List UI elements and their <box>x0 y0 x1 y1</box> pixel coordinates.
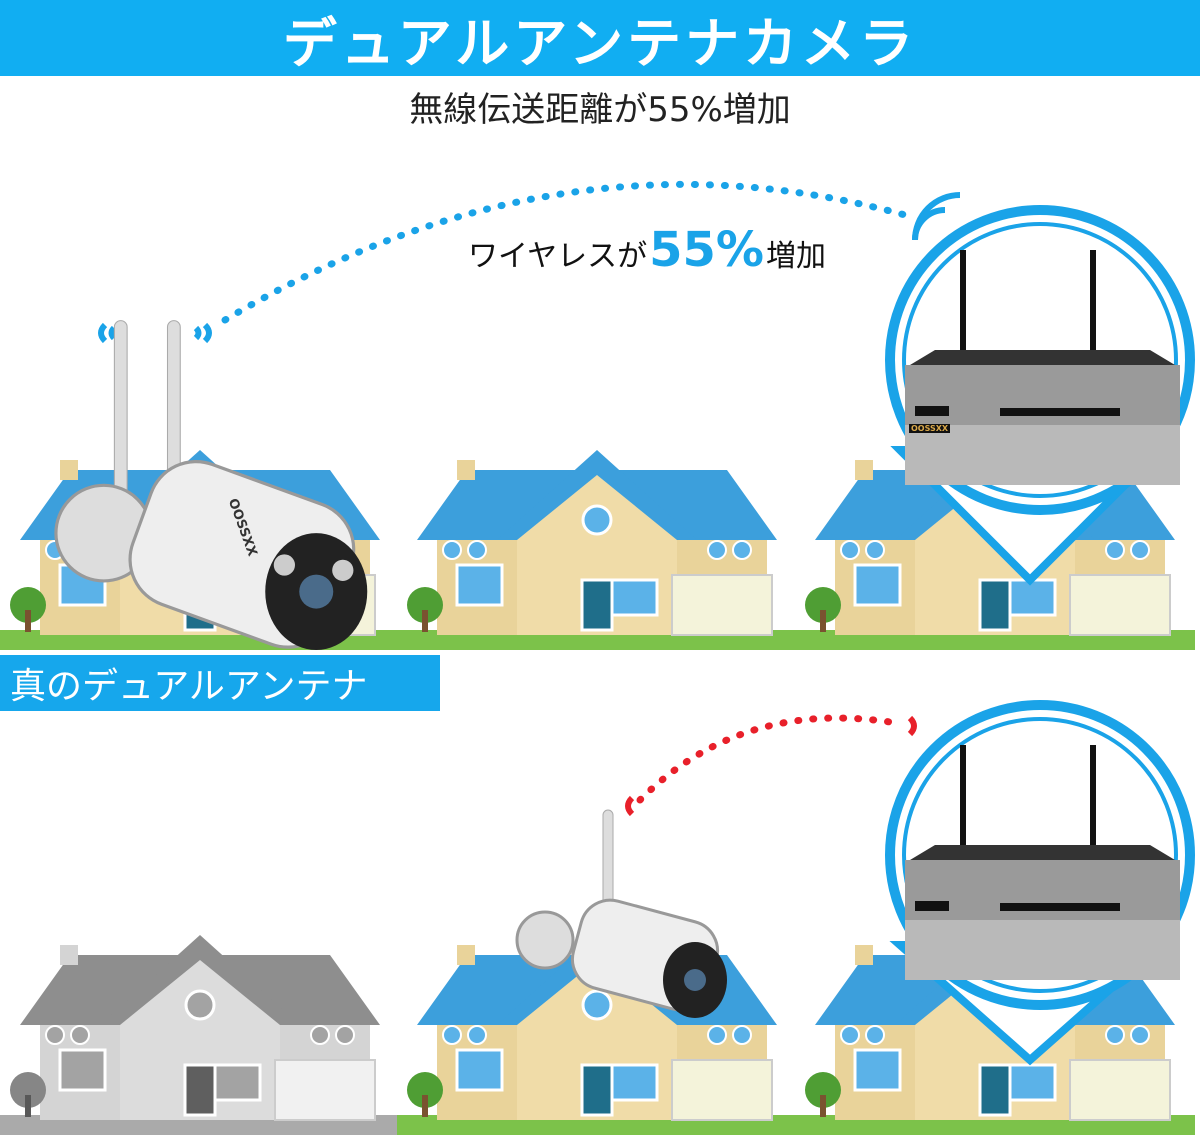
nvr-recorder-top <box>890 210 1190 510</box>
wifi-icon <box>98 192 961 344</box>
nvr-brand-label: OOSSXX <box>909 424 951 433</box>
nvr-recorder-bottom <box>890 705 1190 1005</box>
section-label: 真のデュアルアンテナ <box>0 655 440 711</box>
callout-value: 55% <box>649 222 764 278</box>
weak-signal-icon <box>625 715 917 817</box>
callout-prefix: ワイヤレスが <box>468 239 648 274</box>
single-antenna-camera <box>515 809 727 1018</box>
wireless-callout: ワイヤレスが 55% 増加 <box>468 222 826 278</box>
header-banner: デュアルアンテナカメラ <box>0 0 1200 76</box>
subtitle: 無線伝送距離が55%増加 <box>409 90 791 130</box>
house-gray <box>0 933 400 1135</box>
callout-suffix: 増加 <box>766 239 826 274</box>
signal-arc-strong <box>221 180 909 324</box>
page-title: デュアルアンテナカメラ <box>282 11 918 75</box>
house-2 <box>397 448 797 650</box>
signal-arc-weak <box>636 714 894 804</box>
